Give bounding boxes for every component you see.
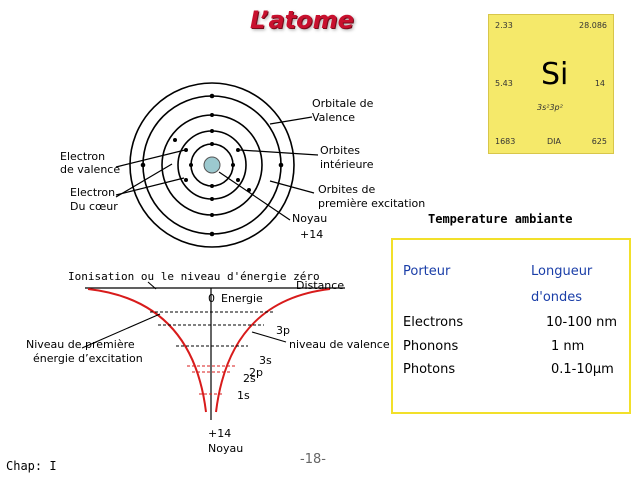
label-noyau-energy-1: +14: [208, 427, 232, 440]
row-2-porteur: Phonons: [403, 339, 459, 354]
label-electron-coeur-2: Du cœur: [70, 200, 118, 213]
label-noyau-1: Noyau: [292, 212, 328, 225]
label-3p: 3p: [276, 324, 290, 337]
nucleus: [203, 156, 221, 174]
pointer-electron-coeur-2: [115, 163, 173, 198]
atomic-mass: 28.086: [579, 21, 607, 30]
pointer-electron-valence: [115, 149, 186, 168]
page-number: -18-: [300, 452, 326, 467]
label-2p: 2p: [249, 366, 263, 379]
row-3-porteur: Photons: [403, 362, 456, 377]
label-2s: 2s: [243, 372, 256, 385]
label-orbites-int-1: Orbites: [320, 144, 361, 157]
potential-curve-left: [87, 288, 207, 413]
crystal-structure: DIA: [547, 137, 561, 146]
label-orbitale-valence-1: Orbitale de: [312, 97, 374, 110]
density-value: 2.33: [495, 21, 513, 30]
label-orbites-exc-2: première excitation: [318, 197, 426, 210]
lattice-constant: 5.43: [495, 79, 513, 88]
row-2-longueur: 1 nm: [551, 339, 585, 354]
electron-config: 3s²3p²: [537, 103, 563, 112]
pointer-noyau: [218, 171, 291, 221]
pointer-niveau-excitation: [81, 313, 161, 349]
label-orbitale-valence-2: Valence: [312, 111, 356, 124]
pointer-ionisation: [147, 281, 157, 290]
row-1-longueur: 10-100 nm: [546, 315, 618, 330]
periodic-table-cell: 2.33 28.086 5.43 14 Si 3s²3p² 1683 DIA 6…: [488, 14, 614, 154]
label-ionisation: Ionisation ou le niveau d'énergie zéro: [68, 270, 320, 283]
pointer-electron-coeur: [115, 177, 185, 196]
label-niveau-valence: niveau de valence: [289, 338, 390, 351]
label-1s: 1s: [237, 389, 250, 402]
orbit-excitation: [129, 82, 295, 248]
row-3-longueur: 0.1-10μm: [551, 362, 614, 377]
pointer-orbites-interieures: [239, 149, 319, 156]
debye-temperature: 625: [591, 137, 607, 146]
electrons: [140, 93, 284, 237]
label-niveau-excitation-2: énergie d’excitation: [33, 352, 143, 365]
label-electron-valence-1: Electron: [60, 150, 106, 163]
label-orbites-exc-1: Orbites de: [318, 183, 376, 196]
temperature-label: Temperature ambiante: [428, 212, 573, 226]
chapter-label: Chap: I: [6, 459, 57, 473]
table-header-longueur-1: Longueur: [531, 264, 593, 279]
table-header-longueur-2: d'ondes: [531, 290, 583, 305]
label-zero: 0: [208, 292, 215, 305]
carrier-table: Porteur Longueur d'ondes Electrons 10-10…: [391, 238, 631, 414]
page-title: L’atome: [250, 6, 354, 34]
row-1-porteur: Electrons: [403, 315, 464, 330]
potential-curve-right: [215, 288, 331, 413]
table-header-porteur: Porteur: [403, 264, 451, 279]
label-electron-valence-2: de valence: [60, 163, 121, 176]
pointer-niveau-valence: [251, 331, 287, 343]
label-distance: Distance: [296, 279, 345, 292]
label-energie: Energie: [221, 292, 263, 305]
atomic-number: 14: [594, 79, 605, 88]
label-noyau-2: +14: [300, 228, 324, 241]
element-symbol: Si: [541, 57, 569, 92]
label-niveau-excitation-1: Niveau de première: [26, 338, 135, 351]
label-orbites-int-2: intérieure: [320, 158, 374, 171]
label-3s: 3s: [259, 354, 272, 367]
pointer-orbitale-valence: [269, 116, 313, 125]
label-electron-coeur-1: Electron: [70, 186, 116, 199]
melting-point: 1683: [495, 137, 516, 146]
label-noyau-energy-2: Noyau: [208, 442, 244, 455]
pointer-orbites-excitation: [269, 180, 315, 194]
